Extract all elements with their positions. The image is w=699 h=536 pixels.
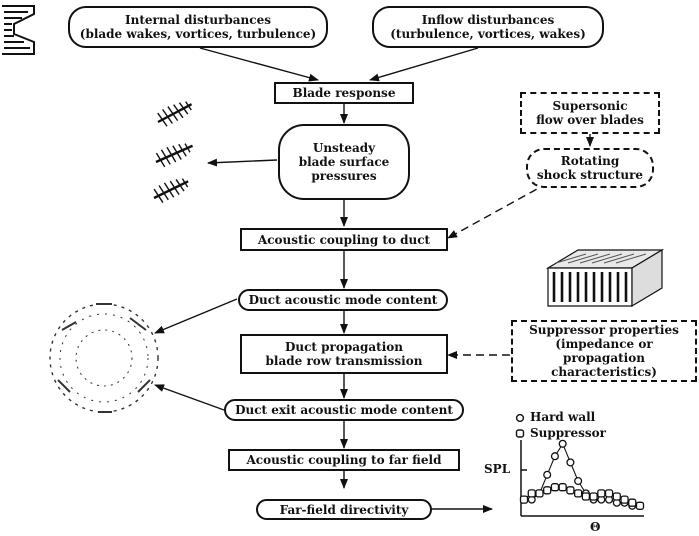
- suppressor-point: [573, 489, 583, 498]
- node-coupling-to-duct: Acoustic coupling to duct: [240, 228, 448, 251]
- node-duct-propagation: Duct propagation blade row transmission: [240, 334, 448, 374]
- node-line: blade surface: [298, 155, 390, 169]
- suppressor-point: [558, 483, 567, 492]
- node-label: Duct acoustic mode content: [248, 293, 438, 307]
- suppressor-point: [527, 489, 536, 498]
- node-line: Suppressor properties: [529, 323, 679, 337]
- node-line: Rotating: [560, 154, 620, 168]
- node-suppressor-properties: Suppressor properties (impedance or prop…: [511, 320, 697, 382]
- node-supersonic-flow: Supersonic flow over blades: [520, 92, 660, 134]
- y-axis-label: SPL: [484, 462, 511, 476]
- node-far-field-directivity: Far-field directivity: [256, 499, 432, 520]
- suppressor-point: [620, 495, 629, 504]
- node-line: (impedance or propagation: [555, 337, 653, 365]
- suppressor-point: [519, 495, 529, 504]
- suppressor-point: [581, 492, 591, 501]
- node-line: Internal disturbances: [125, 13, 271, 27]
- duct-mode-ring-sketch: [49, 303, 159, 413]
- node-line: (blade wakes, vortices, turbulence): [79, 27, 317, 41]
- arrow-exit-to-ring: [154, 384, 225, 411]
- node-label: Blade response: [292, 86, 396, 100]
- node-inflow-disturbances: Inflow disturbances (turbulence, vortice…: [372, 6, 604, 48]
- legend-hard-wall: Hard wall: [530, 410, 596, 424]
- arrow-rotating-to-coupling: [447, 182, 549, 239]
- node-label: Acoustic coupling to far field: [246, 453, 442, 467]
- node-line: shock structure: [536, 168, 644, 182]
- suppressor-point: [612, 492, 621, 501]
- node-line: Supersonic: [552, 99, 628, 113]
- node-line: (turbulence, vortices, wakes): [390, 27, 586, 41]
- suppressor-point: [604, 489, 614, 498]
- suppressor-point: [566, 486, 575, 495]
- node-line: flow over blades: [536, 113, 644, 127]
- node-exit-mode-content: Duct exit acoustic mode content: [224, 399, 464, 421]
- node-line: Duct propagation: [284, 340, 404, 354]
- suppressor-point: [550, 483, 560, 492]
- suppressor-point: [635, 501, 645, 510]
- suppressor-point: [543, 486, 552, 495]
- suppressor-point: [628, 498, 637, 507]
- node-line: Unsteady: [312, 141, 376, 155]
- node-duct-mode-content: Duct acoustic mode content: [238, 289, 448, 311]
- hard-wall-point: [543, 470, 552, 479]
- node-line: Inflow disturbances: [421, 13, 555, 27]
- hard-wall-point: [566, 458, 575, 467]
- node-coupling-far-field: Acoustic coupling to far field: [228, 449, 460, 471]
- fan-inlet-sketch: [2, 5, 35, 55]
- arrow-mode-to-ring: [154, 298, 238, 334]
- node-internal-disturbances: Internal disturbances (blade wakes, vort…: [68, 6, 328, 48]
- suppressor-point: [535, 489, 544, 498]
- node-unsteady-pressures: Unsteady blade surface pressures: [278, 124, 410, 200]
- x-axis-label: Θ: [590, 520, 601, 534]
- suppressor-liner-sketch: [545, 248, 665, 308]
- legend-suppressor: Suppressor: [530, 426, 606, 440]
- node-line: blade row transmission: [265, 354, 423, 368]
- legend-marker-supp: [515, 429, 525, 438]
- suppressor-point: [589, 492, 598, 501]
- node-rotating-shock: Rotating shock structure: [526, 148, 654, 188]
- arrow-inflow-to-response: [369, 47, 479, 82]
- blade-sketch: [153, 101, 194, 203]
- node-label: Acoustic coupling to duct: [257, 232, 431, 247]
- node-blade-response: Blade response: [274, 82, 414, 104]
- hard-wall-point: [558, 439, 567, 448]
- node-line: pressures: [311, 169, 377, 183]
- spl-directivity-chart: [515, 413, 645, 517]
- node-line: characteristics): [551, 365, 657, 379]
- node-label: Far-field directivity: [279, 502, 409, 517]
- hard-wall-point: [574, 476, 583, 486]
- hard-wall-point: [550, 452, 559, 461]
- arrow-unsteady-to-blades: [207, 158, 278, 167]
- suppressor-point: [597, 489, 606, 498]
- arrow-internal-to-response: [199, 47, 319, 82]
- legend-marker-hard: [515, 413, 525, 423]
- node-label: Duct exit acoustic mode content: [235, 403, 453, 417]
